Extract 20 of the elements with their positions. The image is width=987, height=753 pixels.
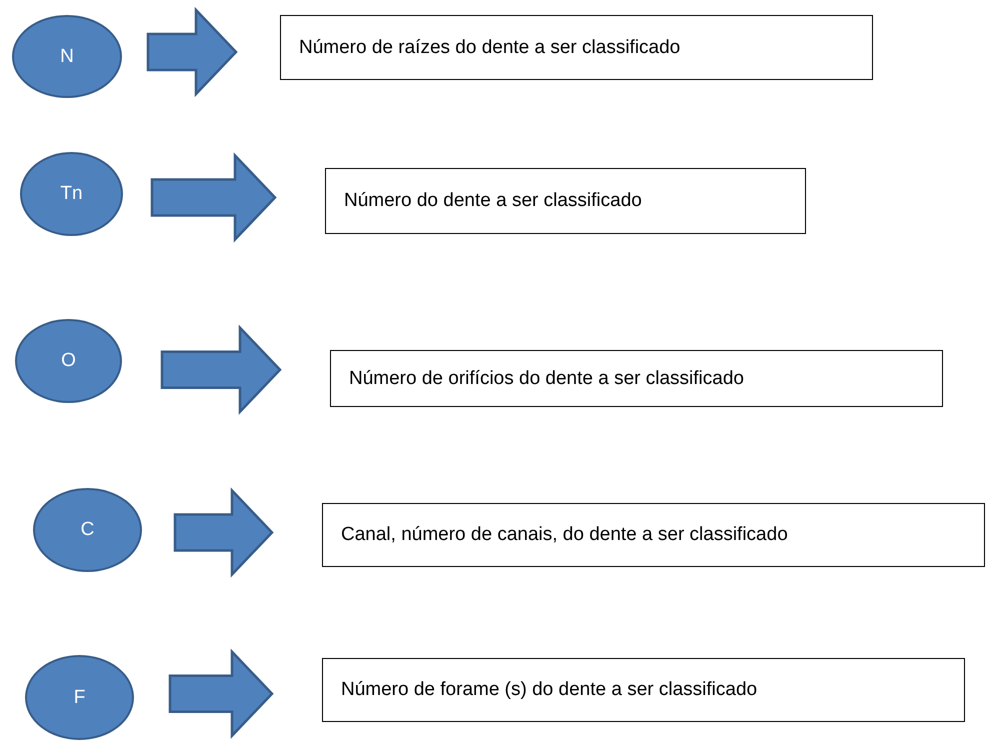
block-arrow [168,648,274,739]
description-text: Número do dente a ser classificado [344,190,642,212]
block-arrow [150,152,277,243]
symbol-letter: Tn [60,183,83,205]
block-arrow [160,324,282,415]
symbol-letter: N [60,46,74,68]
description-text: Número de orifícios do dente a ser classificado [349,368,744,390]
description-box [322,503,985,567]
block-arrow [174,487,274,578]
description-box [280,15,873,80]
symbol-letter: F [74,686,86,708]
block-arrow [146,6,238,98]
symbol-letter: O [61,350,76,372]
description-text: Canal, número de canais, do dente a ser classificado [341,524,788,546]
description-box [330,350,943,407]
description-box [325,168,806,234]
description-text: Número de raízes do dente a ser classificado [299,36,680,58]
symbol-letter: C [80,519,94,541]
description-box [322,658,965,722]
description-text: Número de forame (s) do dente a ser classificado [341,679,758,701]
